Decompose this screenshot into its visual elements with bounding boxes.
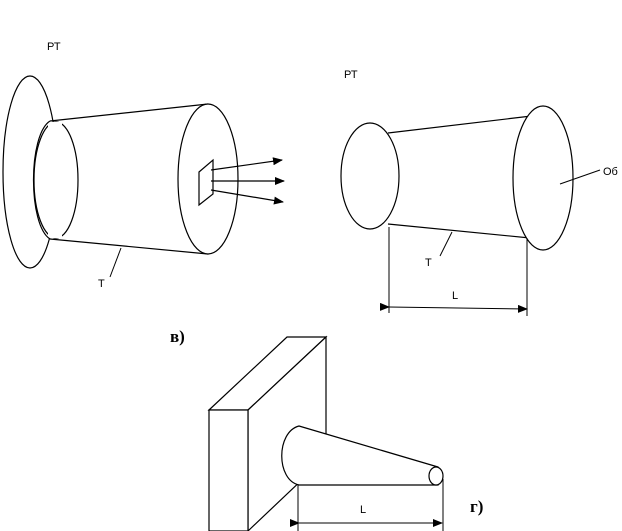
right-cylinder-bottom-edge: [387, 223, 531, 239]
left-label-t: Т: [98, 278, 105, 290]
cone-tip: [428, 466, 444, 486]
left-cylinder-bottom-edge: [49, 238, 209, 255]
right-figure: РТ Об Т L в): [170, 69, 618, 346]
right-ob-leader: [559, 169, 601, 185]
bottom-label-l: L: [360, 504, 366, 516]
block-front-face: [208, 409, 249, 531]
left-t-leader: [109, 247, 122, 278]
right-label-rt: РТ: [344, 69, 358, 81]
left-arrow-1: [210, 157, 283, 171]
left-cylinder-top-edge: [49, 103, 209, 122]
left-figure: РТ Т: [2, 41, 285, 290]
right-dim-line: [379, 302, 528, 313]
right-label-ob: Об: [603, 166, 618, 178]
caption-g: г): [470, 497, 483, 516]
left-face-window: [198, 158, 214, 207]
left-label-rt: РТ: [47, 41, 61, 53]
right-large-end-face: [512, 105, 574, 251]
bottom-figure: L г): [207, 335, 483, 531]
caption-v: в): [170, 327, 185, 346]
right-cylinder-top-edge: [387, 114, 541, 134]
cone-body: [281, 425, 439, 486]
right-t-leader: [439, 231, 453, 257]
left-cylinder-back-arc: [32, 120, 51, 240]
left-arrow-3: [210, 189, 284, 205]
right-small-end-face: [340, 122, 400, 230]
right-label-t: Т: [425, 257, 432, 269]
right-label-l: L: [452, 290, 458, 302]
